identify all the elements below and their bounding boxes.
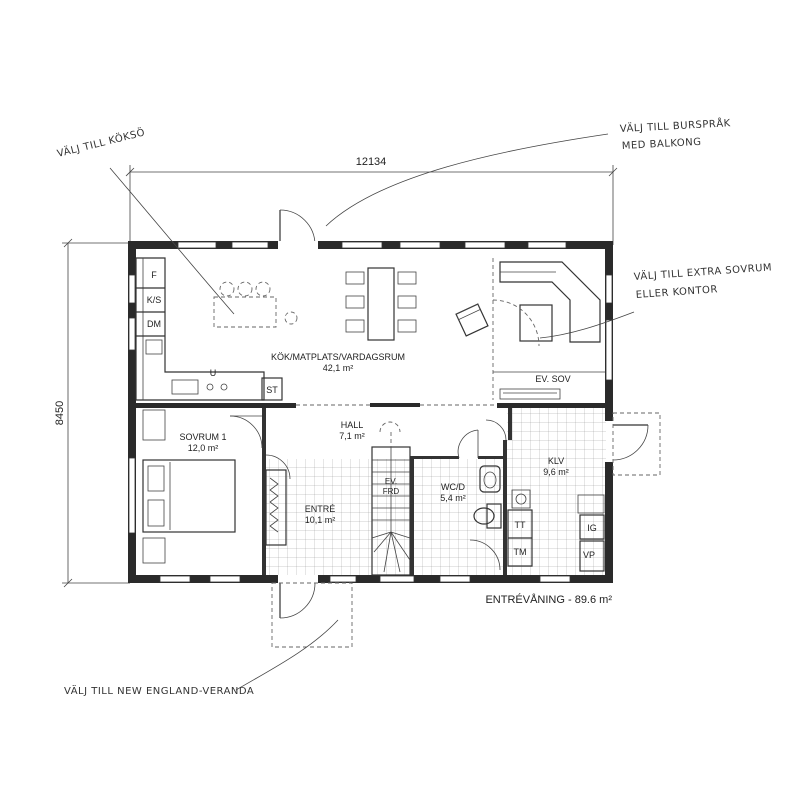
fixture-tm: TM [514,547,527,557]
annotation-veranda: VÄLJ TILL NEW ENGLAND-VERANDA [64,684,254,697]
optional-bedroom-partition [492,258,605,400]
wc-name: WC/D [441,482,465,492]
klv-fixtures: IG VP [577,494,605,572]
hall-area: 7,1 m² [339,431,365,441]
sofa [499,261,601,343]
wc-tile-floor [413,459,505,576]
annotation-koksoe: VÄLJ TILL KÖKSÖ [56,125,147,159]
width-dimension-label: 12134 [356,156,387,168]
fixture-ks: K/S [147,295,162,305]
entry-area: 10,1 m² [305,515,336,525]
fixture-u: U [210,368,217,378]
floor-area-label: ENTRÉVÅNING - 89.6 m² [485,593,612,606]
ev-frd-line1: EV. [385,477,397,486]
wc-area: 5,4 m² [440,493,466,503]
dining-table [345,267,417,341]
fixture-tt: TT [515,520,526,530]
bedroom-furniture [142,409,263,564]
annotation-burspraak-line1: VÄLJ TILL BURSPRÅK [619,116,731,135]
kitchen-living-area: 42,1 m² [323,363,354,373]
entrance-door [271,575,353,648]
room-labels: KÖK/MATPLATS/VARDAGSRUM 42,1 m² EV. SOV … [179,352,570,525]
entry-wardrobe [265,454,291,546]
fixture-f: F [151,270,157,280]
annotation-leaders [109,133,635,691]
bedroom-name: SOVRUM 1 [179,432,226,442]
fixture-dm: DM [147,319,161,329]
fixture-st: ST [266,385,278,395]
annotation-extra-sovrum-line1: VÄLJ TILL EXTRA SOVRUM [633,260,772,283]
terrace-door [278,209,318,249]
annotation-extra-sovrum-line2: ELLER KONTOR [635,284,718,301]
windows [128,241,613,583]
kitchen-island-option [213,281,298,328]
klv-area: 9,6 m² [543,467,569,477]
width-dimension: 12134 [125,156,618,245]
interior-doors [457,419,507,571]
armchair [455,303,489,337]
ev-frd-line2: FRD [383,487,400,496]
fixture-ig: IG [587,523,597,533]
entry-name: ENTRÉ [305,504,336,514]
depth-dimension: 8450 [54,238,130,588]
staircase [371,421,411,576]
wc-fixtures: TT TM [473,465,533,567]
kitchen-living-name: KÖK/MATPLATS/VARDAGSRUM [271,352,405,362]
annotation-burspraak-line2: MED BALKONG [622,137,702,152]
kitchen-counter: F K/S DM U ST [135,257,283,401]
bedroom-area: 12,0 m² [188,443,219,453]
ev-sov-label: EV. SOV [535,374,570,384]
interior-walls [136,403,607,575]
depth-dimension-label: 8450 [54,401,66,425]
klv-outer-door [606,412,661,476]
fixture-vp: VP [583,550,595,560]
klv-name: KLV [548,456,564,466]
hall-name: HALL [341,420,364,430]
klv-tile-floor [507,408,606,576]
